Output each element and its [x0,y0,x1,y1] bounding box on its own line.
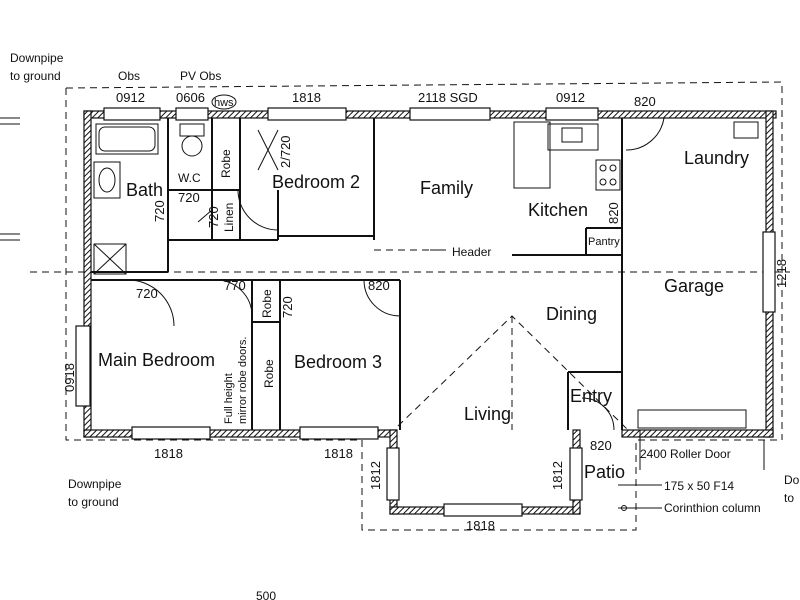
dim-top-820: 820 [634,94,656,109]
room-entry: Entry [570,386,612,406]
room-living: Living [464,404,511,424]
header-label: Header [452,245,491,259]
room-laundry: Laundry [684,148,749,168]
interior-walls [91,118,623,430]
dim-bottom-1818-c: 1818 [466,518,495,533]
room-main-bedroom: Main Bedroom [98,350,215,370]
dim-robe-720: 720 [280,296,295,318]
pv-obs-label: PV Obs [180,69,221,83]
roller-door-label: 2400 Roller Door [640,447,731,461]
hws-symbol [211,94,237,110]
room-linen: Linen [222,203,236,232]
hws-label: hws [214,97,234,109]
dim-patio-820: 820 [590,438,612,453]
dim-top-2118: 2118 SGD [418,90,478,105]
dim-main-720: 720 [136,286,158,301]
obs-label: Obs [118,69,140,83]
downpipe-bottom-line2: to ground [68,495,119,509]
room-pantry: Pantry [588,236,620,248]
dim-bed2-door: 2/720 [278,135,293,168]
dim-770: 770 [224,278,246,293]
room-robe-bed3: Robe [260,289,274,318]
dim-linen-720: 720 [206,206,221,228]
dim-top-0606: 0606 [176,90,205,105]
dim-top-1818: 1818 [292,90,321,105]
downpipe-bottom-line1: Downpipe [68,477,122,491]
dim-kitchen-820: 820 [606,202,621,224]
room-bedroom-2: Bedroom 2 [272,172,360,192]
dim-bottom-1818-a: 1818 [154,446,183,461]
column-label: Corinthion column [664,501,761,515]
room-bedroom-3: Bedroom 3 [294,352,382,372]
room-dining: Dining [546,304,597,324]
roof-outline [30,81,790,531]
room-patio: Patio [584,462,625,482]
downpipe-top-line2: to ground [10,69,61,83]
mirror-doors-line1: Full height [223,373,235,424]
leaders [0,117,765,511]
dim-bath-720: 720 [152,200,167,222]
downpipe-top-line1: Downpipe [10,51,64,65]
room-family: Family [420,178,473,198]
dim-left-0918: 0918 [62,363,77,392]
living-roof-lines [397,315,629,431]
room-garage: Garage [664,276,724,296]
downpipe-right-line2: to [784,491,794,505]
downpipe-right-line1: Do [784,473,800,487]
room-kitchen: Kitchen [528,200,588,220]
dim-living-1812-left: 1812 [368,461,383,490]
mirror-doors-line2: mirror robe doors. [237,337,249,424]
beam-label: 175 x 50 F14 [664,479,734,493]
windows [75,107,776,517]
dim-bed3-820: 820 [368,278,390,293]
dim-top-0912-b: 0912 [556,90,585,105]
room-robe-bed2: Robe [219,149,233,178]
dim-bottom-1818-b: 1818 [324,446,353,461]
room-robe-main: Robe [262,359,276,388]
room-wc: W.C [178,171,201,185]
page-number: 500 [256,589,276,600]
dim-living-1812-right: 1812 [550,461,565,490]
dim-garage-1218: 1218 [774,259,789,288]
fixtures [93,121,759,429]
dim-top-0912-a: 0912 [116,90,145,105]
door-swings [127,117,665,431]
dim-wc-720: 720 [178,190,200,205]
room-bath: Bath [126,180,163,200]
